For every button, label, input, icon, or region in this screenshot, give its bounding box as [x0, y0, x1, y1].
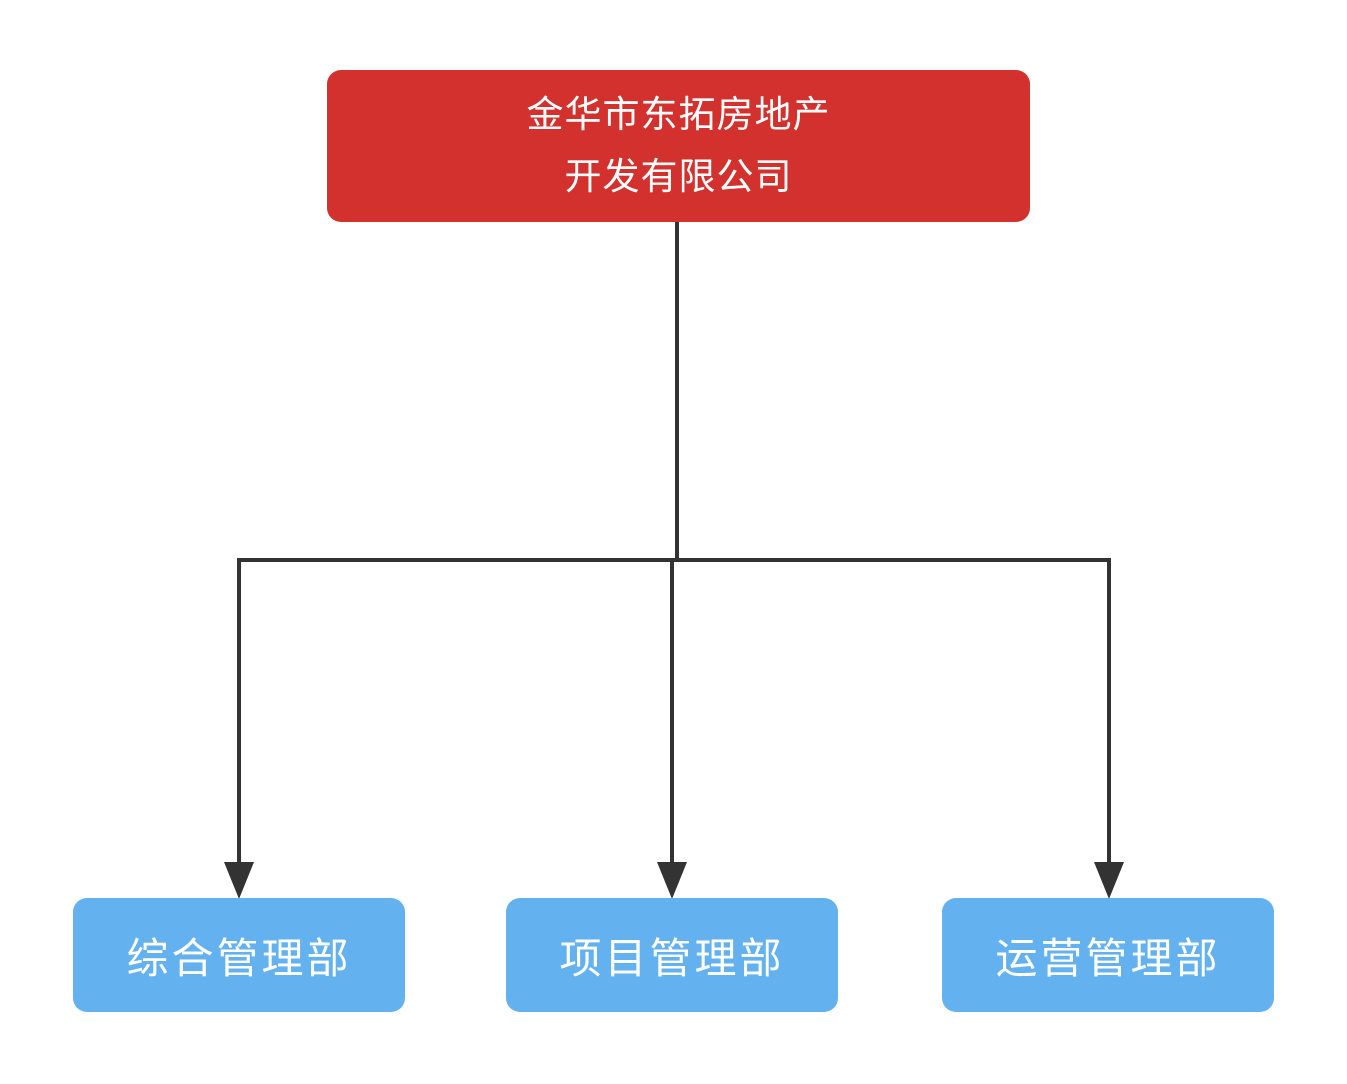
connector-root-stem [675, 222, 679, 560]
arrowhead-right-icon [1094, 862, 1124, 899]
org-node-label: 综合管理部 [126, 934, 352, 982]
connector-drop-right [1107, 560, 1111, 864]
connector-drop-middle [670, 560, 674, 864]
connector-drop-left [237, 560, 241, 864]
arrowhead-left-icon [224, 862, 254, 899]
org-node-label: 项目管理部 [559, 934, 785, 982]
connector-horizontal-bar [237, 558, 1111, 562]
org-node-label-line1: 金华市东拓房地产 [526, 94, 831, 135]
org-node-label-line2: 开发有限公司 [564, 156, 793, 197]
org-node-operations-management-dept[interactable]: 运营管理部 [942, 898, 1274, 1012]
org-node-label: 运营管理部 [995, 934, 1221, 982]
org-node-general-management-dept[interactable]: 综合管理部 [73, 898, 405, 1012]
org-node-company-root[interactable]: 金华市东拓房地产 开发有限公司 [327, 70, 1030, 222]
arrowhead-middle-icon [657, 862, 687, 899]
org-node-project-management-dept[interactable]: 项目管理部 [506, 898, 838, 1012]
